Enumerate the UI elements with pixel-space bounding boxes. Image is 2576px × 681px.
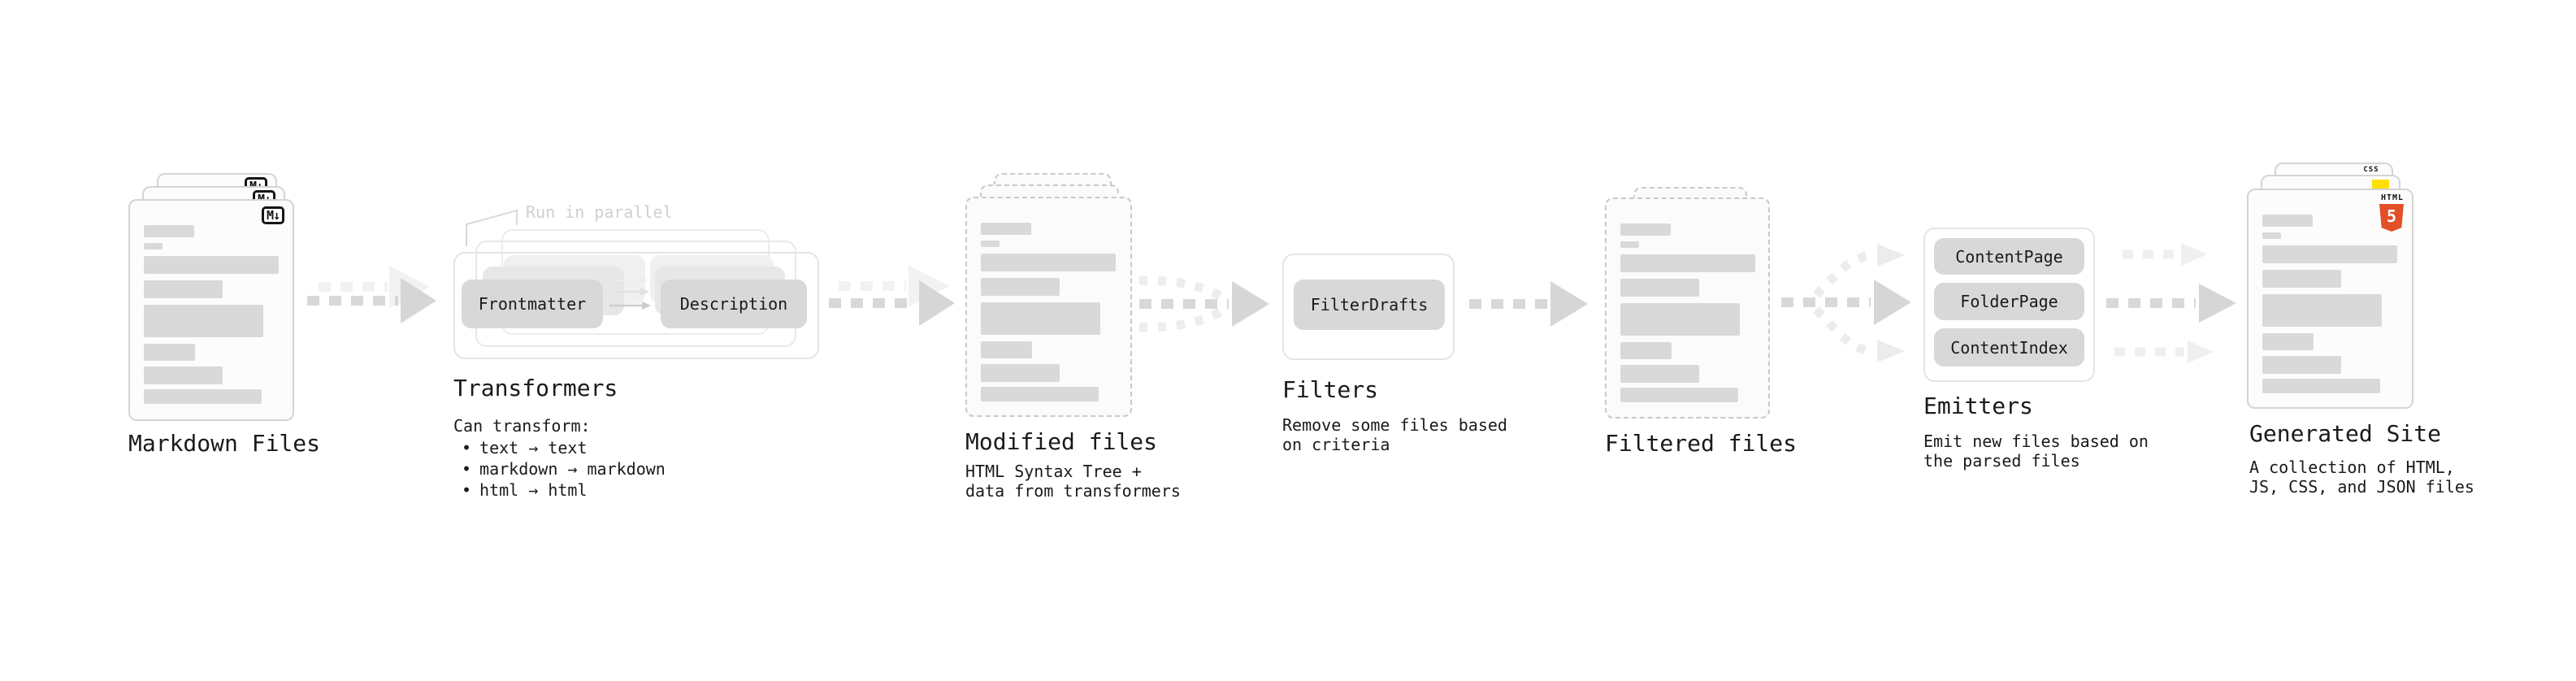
- placeholder-text-bar: [2262, 245, 2397, 263]
- bullet-text: html → html: [479, 480, 588, 500]
- arrow-emitters-to-site-middle: [2106, 284, 2236, 323]
- bullet-item: • markdown → markdown: [453, 458, 666, 479]
- placeholder-text-bar: [1620, 388, 1738, 402]
- desc-line: the parsed files: [1923, 451, 2080, 471]
- emitters-title: Emitters: [1923, 393, 2033, 419]
- modified-files-title: Modified files: [965, 428, 1158, 455]
- emitter-node-contentpage: ContentPage: [1934, 238, 2084, 275]
- transformers-desc-heading: Can transform:: [453, 416, 591, 436]
- bullet-glyph: •: [462, 480, 472, 500]
- placeholder-text-bar: [144, 280, 223, 298]
- desc-line: HTML Syntax Tree +: [965, 462, 1142, 481]
- placeholder-text-bar: [144, 243, 163, 249]
- markdown-icon: M↓: [261, 206, 284, 224]
- placeholder-text-bar: [1620, 365, 1699, 383]
- desc-line: data from transformers: [965, 481, 1181, 501]
- bullet-item: • html → html: [453, 479, 666, 501]
- js-file-icon: [2372, 180, 2389, 189]
- placeholder-text-bar: [144, 389, 262, 404]
- arrow-emitters-to-site-bottom: [2114, 340, 2214, 363]
- arrow-modified-to-filters-merge: [1138, 275, 1269, 332]
- filter-node-filterdrafts: FilterDrafts: [1294, 280, 1445, 330]
- placeholder-text-bar: [2262, 294, 2382, 327]
- placeholder-text-bar: [2262, 270, 2341, 288]
- css-label: CSS: [2363, 166, 2379, 174]
- site-doc-html: HTML 5: [2247, 189, 2413, 409]
- placeholder-text-bar: [981, 341, 1032, 358]
- placeholder-text-bar: [1620, 279, 1699, 297]
- bullet-text: text → text: [479, 438, 588, 458]
- placeholder-text-bar: [981, 254, 1116, 271]
- placeholder-text-bar: [144, 367, 223, 384]
- desc-line: Emit new files based on: [1923, 432, 2149, 451]
- transformers-title: Transformers: [453, 375, 618, 401]
- emitter-node-folderpage: FolderPage: [1934, 283, 2084, 320]
- markdown-doc-front: M↓: [128, 199, 294, 421]
- placeholder-text-bar: [981, 241, 1000, 247]
- desc-line: on criteria: [1282, 435, 1390, 454]
- filtered-files-title: Filtered files: [1605, 430, 1798, 457]
- desc-line: Remove some files based: [1282, 415, 1507, 435]
- generated-site-title: Generated Site: [2249, 420, 2442, 447]
- placeholder-text-bar: [981, 278, 1060, 296]
- arrow-filtered-to-emitters-fanout: [1781, 244, 1911, 362]
- arrow-markdown-to-transformers: [307, 266, 436, 323]
- transformers-bullet-list: • text → text • markdown → markdown • html …: [453, 437, 666, 501]
- transformer-node-frontmatter: Frontmatter: [462, 280, 603, 328]
- bullet-text: markdown → markdown: [479, 459, 666, 479]
- placeholder-text-bar: [1620, 223, 1671, 236]
- emitter-node-contentindex: ContentIndex: [1934, 328, 2084, 367]
- arrow-emitters-to-site-top: [2123, 243, 2207, 266]
- placeholder-text-bar: [2262, 333, 2314, 350]
- desc-line: JS, CSS, and JSON files: [2249, 477, 2474, 497]
- generated-site-desc: A collection of HTML, JS, CSS, and JSON …: [2249, 458, 2474, 497]
- placeholder-text-bar: [2262, 232, 2281, 239]
- transformers-frame-front: [453, 252, 819, 359]
- placeholder-text-bar: [144, 344, 195, 361]
- placeholder-text-bar: [1620, 303, 1740, 336]
- filters-title: Filters: [1282, 376, 1379, 403]
- placeholder-text-bar: [144, 256, 279, 274]
- placeholder-text-bar: [1620, 342, 1672, 359]
- html5-label: HTML: [2380, 193, 2405, 202]
- placeholder-text-bar: [981, 302, 1100, 335]
- markdown-files-title: Markdown Files: [128, 430, 321, 457]
- bullet-glyph: •: [462, 438, 472, 458]
- emitters-desc: Emit new files based on the parsed files: [1923, 432, 2149, 471]
- desc-line: A collection of HTML,: [2249, 458, 2455, 477]
- placeholder-text-bar: [144, 305, 263, 337]
- bullet-item: • text → text: [453, 437, 666, 458]
- placeholder-text-bar: [2262, 379, 2380, 393]
- placeholder-text-bar: [981, 387, 1099, 401]
- placeholder-text-bar: [981, 364, 1060, 382]
- filtered-doc-front: [1605, 197, 1770, 419]
- html5-shield: 5: [2379, 204, 2404, 232]
- bullet-glyph: •: [462, 459, 472, 479]
- arrow-filters-to-filtered: [1469, 281, 1588, 327]
- transformer-node-description: Description: [661, 280, 807, 328]
- placeholder-text-bar: [981, 223, 1031, 235]
- filters-desc: Remove some files based on criteria: [1282, 415, 1507, 454]
- modified-files-desc: HTML Syntax Tree + data from transformer…: [965, 462, 1181, 501]
- modified-doc-front: [965, 197, 1132, 417]
- arrow-transformers-to-modified: [829, 265, 955, 326]
- placeholder-text-bar: [1620, 241, 1639, 248]
- html5-file-icon: HTML 5: [2379, 194, 2405, 232]
- run-in-parallel-annotation: Run in parallel: [526, 202, 673, 222]
- placeholder-text-bar: [144, 225, 194, 237]
- placeholder-text-bar: [1620, 254, 1755, 272]
- placeholder-text-bar: [2262, 356, 2341, 374]
- placeholder-text-bar: [2262, 215, 2313, 227]
